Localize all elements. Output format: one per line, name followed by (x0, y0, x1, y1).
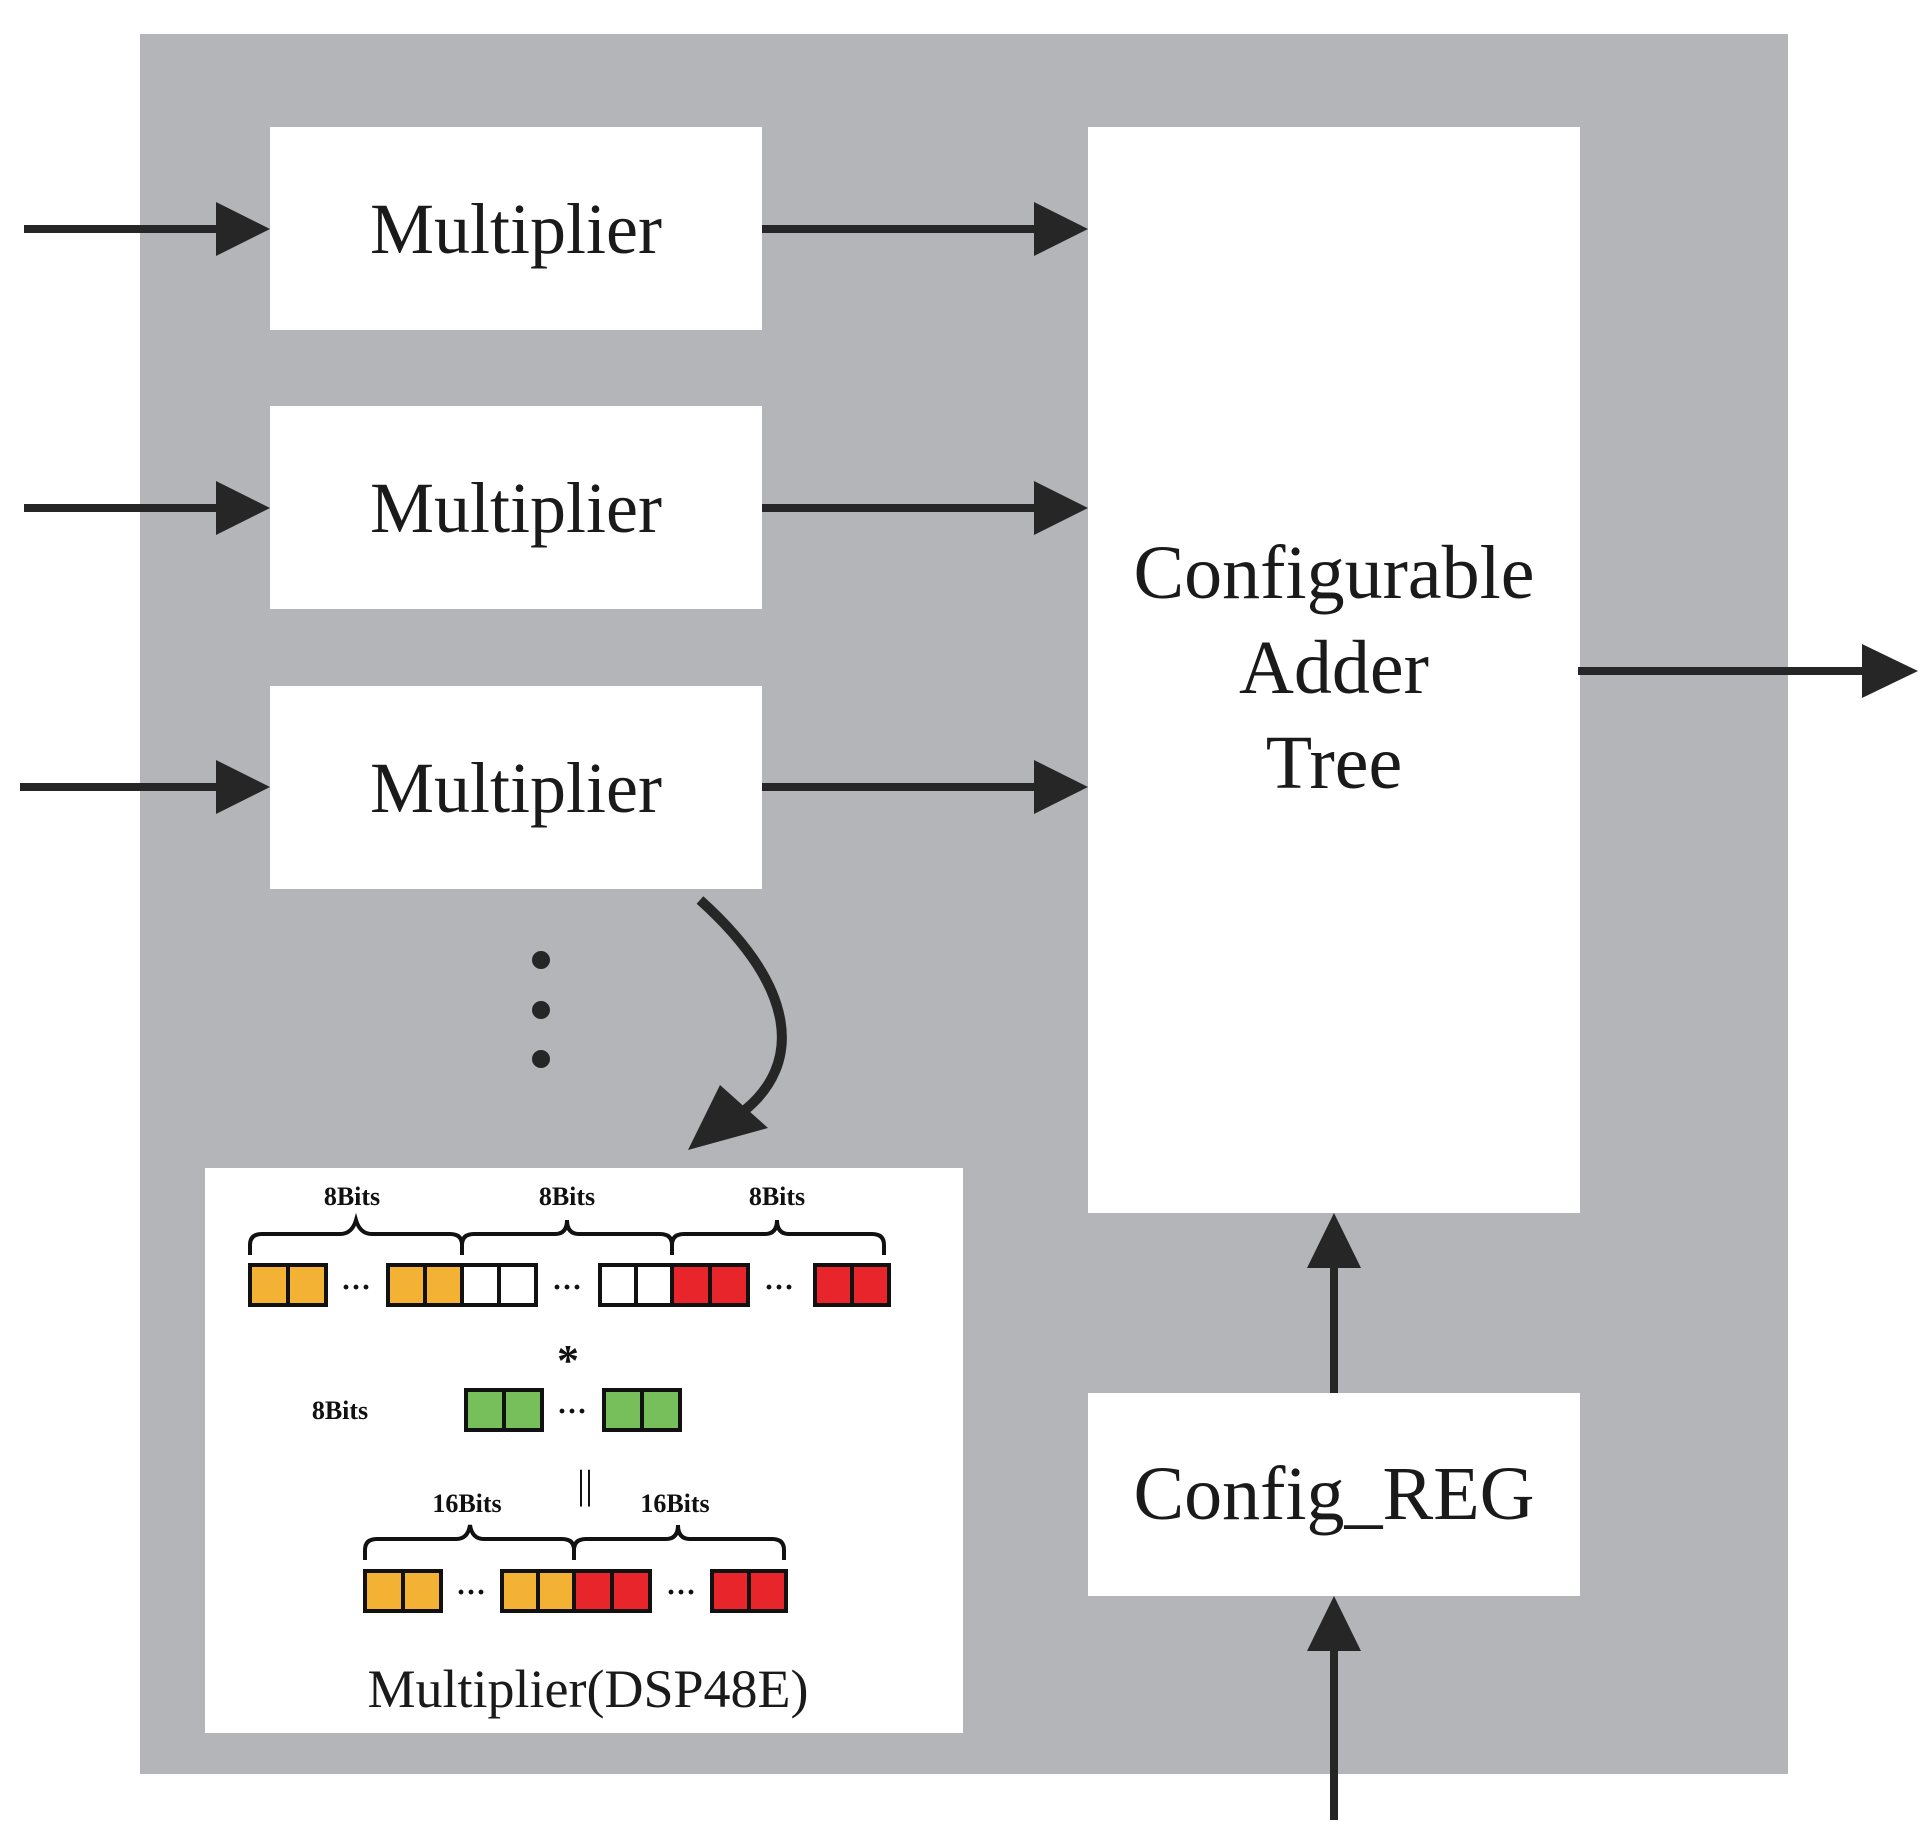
cell-red (850, 1263, 891, 1307)
cell-red (813, 1263, 854, 1307)
cell-white (634, 1263, 674, 1307)
cell-green (464, 1388, 506, 1432)
cell-red (708, 1263, 750, 1307)
cell-orange (286, 1263, 328, 1307)
ellipsis-glyph: ··· (666, 1576, 696, 1609)
config-to-adder-arrow (1307, 1213, 1361, 1393)
output-arrow (1578, 644, 1918, 698)
cell-red (710, 1569, 751, 1613)
ellipsis-glyph: ··· (456, 1576, 486, 1609)
ellipsis-glyph: ··· (557, 1395, 587, 1428)
dsp-panel-caption: Multiplier(DSP48E) (368, 1659, 809, 1719)
adder-tree-label-line-2: Adder (1239, 626, 1429, 710)
config-reg-label: Config_REG (1133, 1452, 1534, 1536)
config-input-arrow (1307, 1596, 1361, 1820)
bottom-group-label-1: 16Bits (432, 1489, 501, 1518)
input-arrow-2 (24, 481, 270, 535)
cell-white (497, 1263, 538, 1307)
bottom-brace-1 (363, 1524, 576, 1560)
dsp-panel-box (205, 1168, 963, 1733)
cell-red (670, 1263, 712, 1307)
top-group-label-1: 8Bits (324, 1182, 380, 1211)
multiplier-block-1: Multiplier (270, 127, 762, 330)
adder-tree-label-line-3: Tree (1266, 721, 1403, 805)
multiplier-label: Multiplier (370, 468, 662, 548)
top-row-cells: ··· ··· ··· (248, 1263, 891, 1307)
cell-white (460, 1263, 501, 1307)
cell-green (502, 1388, 544, 1432)
cell-orange (536, 1569, 576, 1613)
cell-red (572, 1569, 614, 1613)
cell-green (640, 1388, 682, 1432)
middle-row-label: 8Bits (312, 1396, 368, 1425)
multiplier-to-adder-arrow-2 (762, 481, 1088, 535)
cell-orange (500, 1569, 540, 1613)
multiplier-to-adder-arrow-3 (762, 760, 1088, 814)
cell-orange (423, 1263, 464, 1307)
top-brace-2 (460, 1219, 674, 1255)
multiplier-label: Multiplier (370, 189, 662, 269)
bottom-brace-2 (572, 1524, 786, 1560)
config-reg-block: Config_REG (1088, 1393, 1580, 1596)
multiplier-block-2: Multiplier (270, 406, 762, 609)
input-arrow-3 (20, 760, 270, 814)
multiplier-label: Multiplier (370, 748, 662, 828)
multiplier-box (270, 127, 762, 330)
multiplier-box (270, 406, 762, 609)
cell-green (602, 1388, 644, 1432)
multiplier-block-3: Multiplier (270, 686, 762, 889)
ellipsis-glyph: ··· (341, 1271, 371, 1304)
curved-arrow (688, 896, 787, 1150)
cell-white (598, 1263, 638, 1307)
middle-row-cells: ··· (464, 1388, 682, 1432)
input-arrow-1 (24, 202, 270, 256)
cell-orange (363, 1569, 405, 1613)
adder-tree-block: Configurable Adder Tree (1088, 127, 1580, 1213)
top-group-label-2: 8Bits (539, 1182, 595, 1211)
multiply-operator: * (557, 1336, 579, 1385)
dsp-panel: 8Bits 8Bits 8Bits ··· ··· ··· * 8 (205, 1168, 963, 1733)
multiplier-to-adder-arrow-1 (762, 202, 1088, 256)
cell-red (610, 1569, 652, 1613)
top-brace-3 (670, 1219, 886, 1255)
cell-red (747, 1569, 788, 1613)
ellipsis-dots (532, 951, 550, 1068)
ellipsis-glyph: ··· (552, 1271, 582, 1304)
cell-orange (386, 1263, 427, 1307)
bottom-row-cells: ··· ··· (363, 1569, 788, 1613)
adder-tree-label-line-1: Configurable (1133, 531, 1534, 615)
cell-orange (248, 1263, 290, 1307)
config-reg-box (1088, 1393, 1580, 1596)
bottom-group-label-2: 16Bits (640, 1489, 709, 1518)
multiplier-box (270, 686, 762, 889)
top-group-label-3: 8Bits (749, 1182, 805, 1211)
equals-operator: || (577, 1462, 593, 1507)
adder-tree-box (1088, 127, 1580, 1213)
cell-orange (401, 1569, 443, 1613)
top-brace-1 (248, 1212, 464, 1255)
ellipsis-glyph: ··· (764, 1271, 794, 1304)
